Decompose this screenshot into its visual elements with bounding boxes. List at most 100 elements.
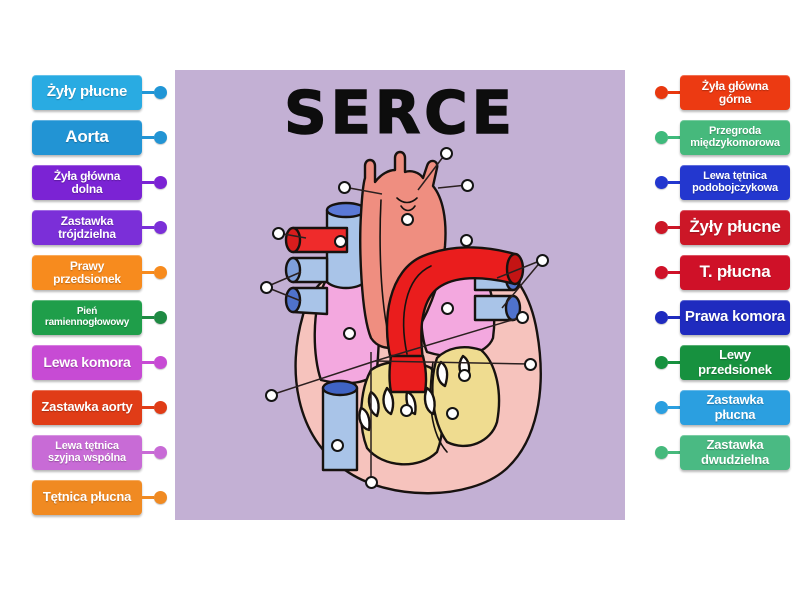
- drop-target-marker-6[interactable]: [333, 234, 347, 248]
- draggable-label-left-8[interactable]: Zastawka aorty: [32, 390, 167, 425]
- drop-target-marker-14[interactable]: [264, 388, 278, 402]
- draggable-label-left-3[interactable]: Żyła główna dolna: [32, 165, 167, 200]
- connector-line: [668, 316, 680, 319]
- draggable-label-left-9[interactable]: Lewa tętnica szyjna wspólna: [32, 435, 167, 470]
- drop-target-marker-12[interactable]: [515, 310, 529, 324]
- draggable-label-left-7[interactable]: Lewa komora: [32, 345, 167, 380]
- connector-dot[interactable]: [154, 356, 167, 369]
- label-text-box[interactable]: Prawy przedsionek: [32, 255, 142, 290]
- label-text-box[interactable]: Lewa tętnica podobojczykowa: [680, 165, 790, 200]
- label-text-box[interactable]: Zastawka dwudzielna: [680, 435, 790, 470]
- draggable-label-right-8[interactable]: Zastawka płucna: [655, 390, 790, 425]
- drop-target-marker-9[interactable]: [259, 280, 273, 294]
- label-text-box[interactable]: Lewy przedsionek: [680, 345, 790, 380]
- drop-target-marker-13[interactable]: [523, 357, 537, 371]
- label-text-box[interactable]: Żyła główna dolna: [32, 165, 142, 200]
- connector-line: [142, 361, 154, 364]
- connector-dot[interactable]: [655, 221, 668, 234]
- draggable-label-right-9[interactable]: Zastawka dwudzielna: [655, 435, 790, 470]
- connector-line: [668, 181, 680, 184]
- connector-dot[interactable]: [655, 86, 668, 99]
- connector-dot[interactable]: [154, 311, 167, 324]
- label-connector: [142, 345, 167, 380]
- drop-target-marker-5[interactable]: [271, 226, 285, 240]
- connector-dot[interactable]: [154, 401, 167, 414]
- draggable-label-right-7[interactable]: Lewy przedsionek: [655, 345, 790, 380]
- drop-target-marker-15[interactable]: [457, 368, 471, 382]
- label-text-box[interactable]: Lewa komora: [32, 345, 142, 380]
- drop-target-marker-8[interactable]: [535, 253, 549, 267]
- draggable-label-right-4[interactable]: Żyły płucne: [655, 210, 790, 245]
- label-text-box[interactable]: Lewa tętnica szyjna wspólna: [32, 435, 142, 470]
- drop-target-marker-18[interactable]: [330, 438, 344, 452]
- label-text-box[interactable]: Żyła główna górna: [680, 75, 790, 110]
- connector-dot[interactable]: [655, 176, 668, 189]
- draggable-label-left-2[interactable]: Aorta: [32, 120, 167, 155]
- connector-line: [142, 316, 154, 319]
- draggable-label-right-6[interactable]: Prawa komora: [655, 300, 790, 335]
- drop-target-marker-4[interactable]: [400, 212, 414, 226]
- label-connector: [142, 210, 167, 245]
- label-connector: [142, 480, 167, 515]
- draggable-label-left-5[interactable]: Prawy przedsionek: [32, 255, 167, 290]
- drop-target-marker-1[interactable]: [439, 146, 453, 160]
- connector-dot[interactable]: [154, 446, 167, 459]
- label-connector: [655, 210, 680, 245]
- drop-target-marker-11[interactable]: [342, 326, 356, 340]
- drop-target-marker-2[interactable]: [337, 180, 351, 194]
- connector-dot[interactable]: [154, 86, 167, 99]
- label-connector: [655, 390, 680, 425]
- connector-dot[interactable]: [154, 176, 167, 189]
- draggable-label-left-4[interactable]: Zastawka trójdzielna: [32, 210, 167, 245]
- label-connector: [142, 165, 167, 200]
- drop-target-marker-19[interactable]: [364, 475, 378, 489]
- draggable-label-left-6[interactable]: Pień ramiennogłowowy: [32, 300, 167, 335]
- connector-line: [142, 496, 154, 499]
- label-text-box[interactable]: Zastawka aorty: [32, 390, 142, 425]
- connector-line: [668, 361, 680, 364]
- draggable-label-right-2[interactable]: Przegroda międzykomorowa: [655, 120, 790, 155]
- connector-dot[interactable]: [655, 131, 668, 144]
- connector-line: [668, 91, 680, 94]
- label-connector: [142, 435, 167, 470]
- label-text-box[interactable]: Aorta: [32, 120, 142, 155]
- label-connector: [142, 300, 167, 335]
- connector-dot[interactable]: [655, 311, 668, 324]
- connector-line: [668, 226, 680, 229]
- connector-line: [668, 271, 680, 274]
- draggable-label-left-10[interactable]: Tętnica płucna: [32, 480, 167, 515]
- draggable-label-right-1[interactable]: Żyła główna górna: [655, 75, 790, 110]
- heart-diagram-panel[interactable]: .ol { stroke:#17120f; stroke-width:2.4; …: [175, 70, 625, 520]
- label-text-box[interactable]: Pień ramiennogłowowy: [32, 300, 142, 335]
- label-text-box[interactable]: Zastawka płucna: [680, 390, 790, 425]
- drop-target-marker-10[interactable]: [440, 301, 454, 315]
- connector-dot[interactable]: [154, 131, 167, 144]
- drop-target-marker-7[interactable]: [459, 233, 473, 247]
- label-text-box[interactable]: Zastawka trójdzielna: [32, 210, 142, 245]
- label-text-box[interactable]: Żyły płucne: [680, 210, 790, 245]
- connector-line: [142, 226, 154, 229]
- label-text-box[interactable]: Przegroda międzykomorowa: [680, 120, 790, 155]
- label-text-box[interactable]: Tętnica płucna: [32, 480, 142, 515]
- connector-line: [668, 451, 680, 454]
- connector-dot[interactable]: [154, 491, 167, 504]
- label-connector: [142, 120, 167, 155]
- connector-dot[interactable]: [154, 266, 167, 279]
- connector-line: [668, 406, 680, 409]
- label-text-box[interactable]: Żyły płucne: [32, 75, 142, 110]
- label-connector: [655, 165, 680, 200]
- drop-target-marker-16[interactable]: [399, 403, 413, 417]
- draggable-label-right-5[interactable]: T. płucna: [655, 255, 790, 290]
- draggable-label-left-1[interactable]: Żyły płucne: [32, 75, 167, 110]
- connector-dot[interactable]: [655, 356, 668, 369]
- drop-target-marker-17[interactable]: [445, 406, 459, 420]
- connector-dot[interactable]: [655, 446, 668, 459]
- draggable-label-right-3[interactable]: Lewa tętnica podobojczykowa: [655, 165, 790, 200]
- connector-dot[interactable]: [655, 266, 668, 279]
- connector-dot[interactable]: [154, 221, 167, 234]
- drop-target-marker-3[interactable]: [460, 178, 474, 192]
- label-text-box[interactable]: Prawa komora: [680, 300, 790, 335]
- connector-dot[interactable]: [655, 401, 668, 414]
- label-text-box[interactable]: T. płucna: [680, 255, 790, 290]
